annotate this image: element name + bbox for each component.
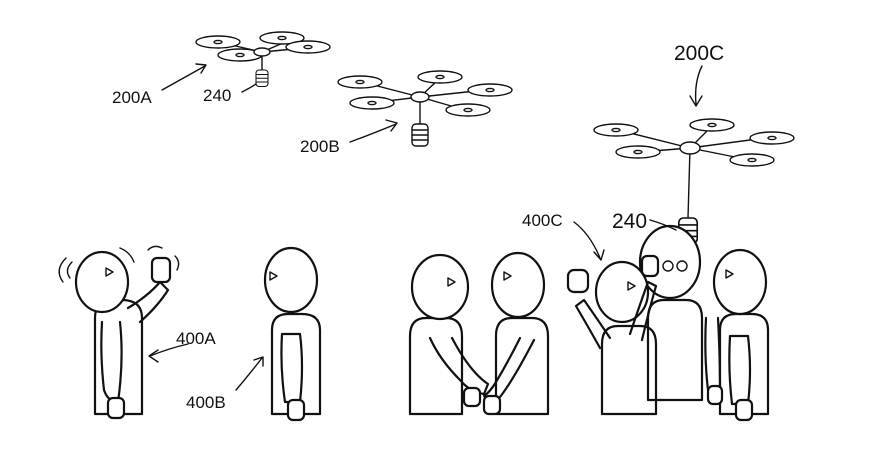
drone-200a [195, 31, 331, 88]
drone-200b [337, 70, 513, 147]
label-400b: 400B [186, 393, 226, 412]
payload-canister-a [255, 69, 269, 88]
label-200a: 200A [112, 88, 152, 107]
label-400a: 400A [176, 329, 216, 348]
payload-canister-b [411, 123, 429, 147]
person-400a [58, 245, 180, 420]
drone-200c [593, 118, 795, 245]
label-200b: 200B [300, 137, 340, 156]
label-200c: 200C [674, 42, 724, 65]
person-400b [263, 246, 322, 422]
label-240-a: 240 [203, 86, 231, 105]
person-pair-center [408, 251, 550, 416]
person-400c-group [566, 224, 770, 422]
label-400c: 400C [522, 211, 563, 230]
leader-arrows [148, 63, 703, 391]
label-240-c: 240 [612, 210, 647, 233]
